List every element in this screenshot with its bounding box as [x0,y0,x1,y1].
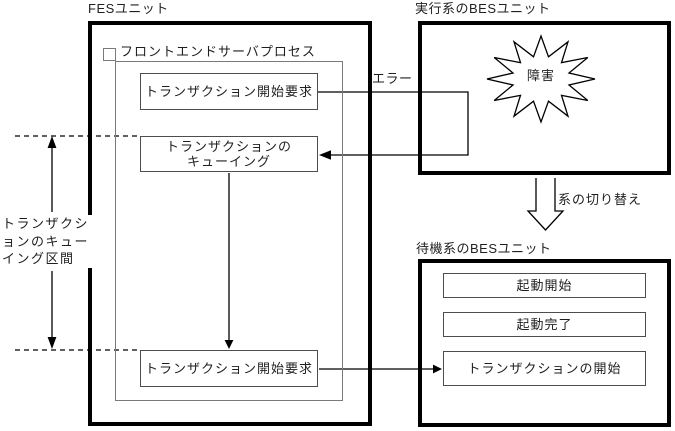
queuing-interval-label-line3: イング区間 [2,251,75,266]
queuing-interval-label-line1: トランザクシ [2,216,90,231]
frontend-server-process-box [115,61,343,401]
transaction-start-request-top-label: トランザクション開始要求 [144,84,313,99]
failure-label: 障害 [526,68,555,83]
active-bes-unit-title: 実行系のBESユニット [415,1,551,16]
standby-bes-unit-box [418,259,671,427]
startup-begin-label: 起動開始 [516,278,573,293]
process-tab-icon [103,48,116,61]
transaction-start-box: トランザクションの開始 [443,351,646,386]
startup-begin-box: 起動開始 [443,273,646,298]
startup-complete-box: 起動完了 [443,312,646,337]
transaction-start-request-top-box: トランザクション開始要求 [140,73,318,110]
active-bes-unit-box [418,21,671,175]
startup-complete-label: 起動完了 [516,317,573,332]
interval-up-arrowhead-icon [47,136,57,148]
switchover-label: 系の切り替え [558,192,643,207]
transaction-queuing-label-line1: トランザクションの [165,139,292,154]
transaction-start-label: トランザクションの開始 [467,361,622,376]
transaction-queuing-label-line2: キューイング [186,154,271,169]
interval-down-arrowhead-icon [47,337,57,349]
transaction-start-request-bottom-box: トランザクション開始要求 [140,350,318,387]
transaction-queuing-box: トランザクションの キューイング [140,136,318,172]
fes-unit-title: FESユニット [88,1,169,16]
standby-bes-unit-title: 待機系のBESユニット [416,241,552,256]
queuing-interval-label-line2: ョンのキュー [2,233,90,249]
transaction-start-request-bottom-label: トランザクション開始要求 [144,361,313,376]
error-label: エラー [372,71,413,86]
queuing-interval-label: トランザクシ ョンのキュー イング区間 [2,215,92,268]
frontend-server-process-label: フロントエンドサーバプロセス [120,44,316,59]
